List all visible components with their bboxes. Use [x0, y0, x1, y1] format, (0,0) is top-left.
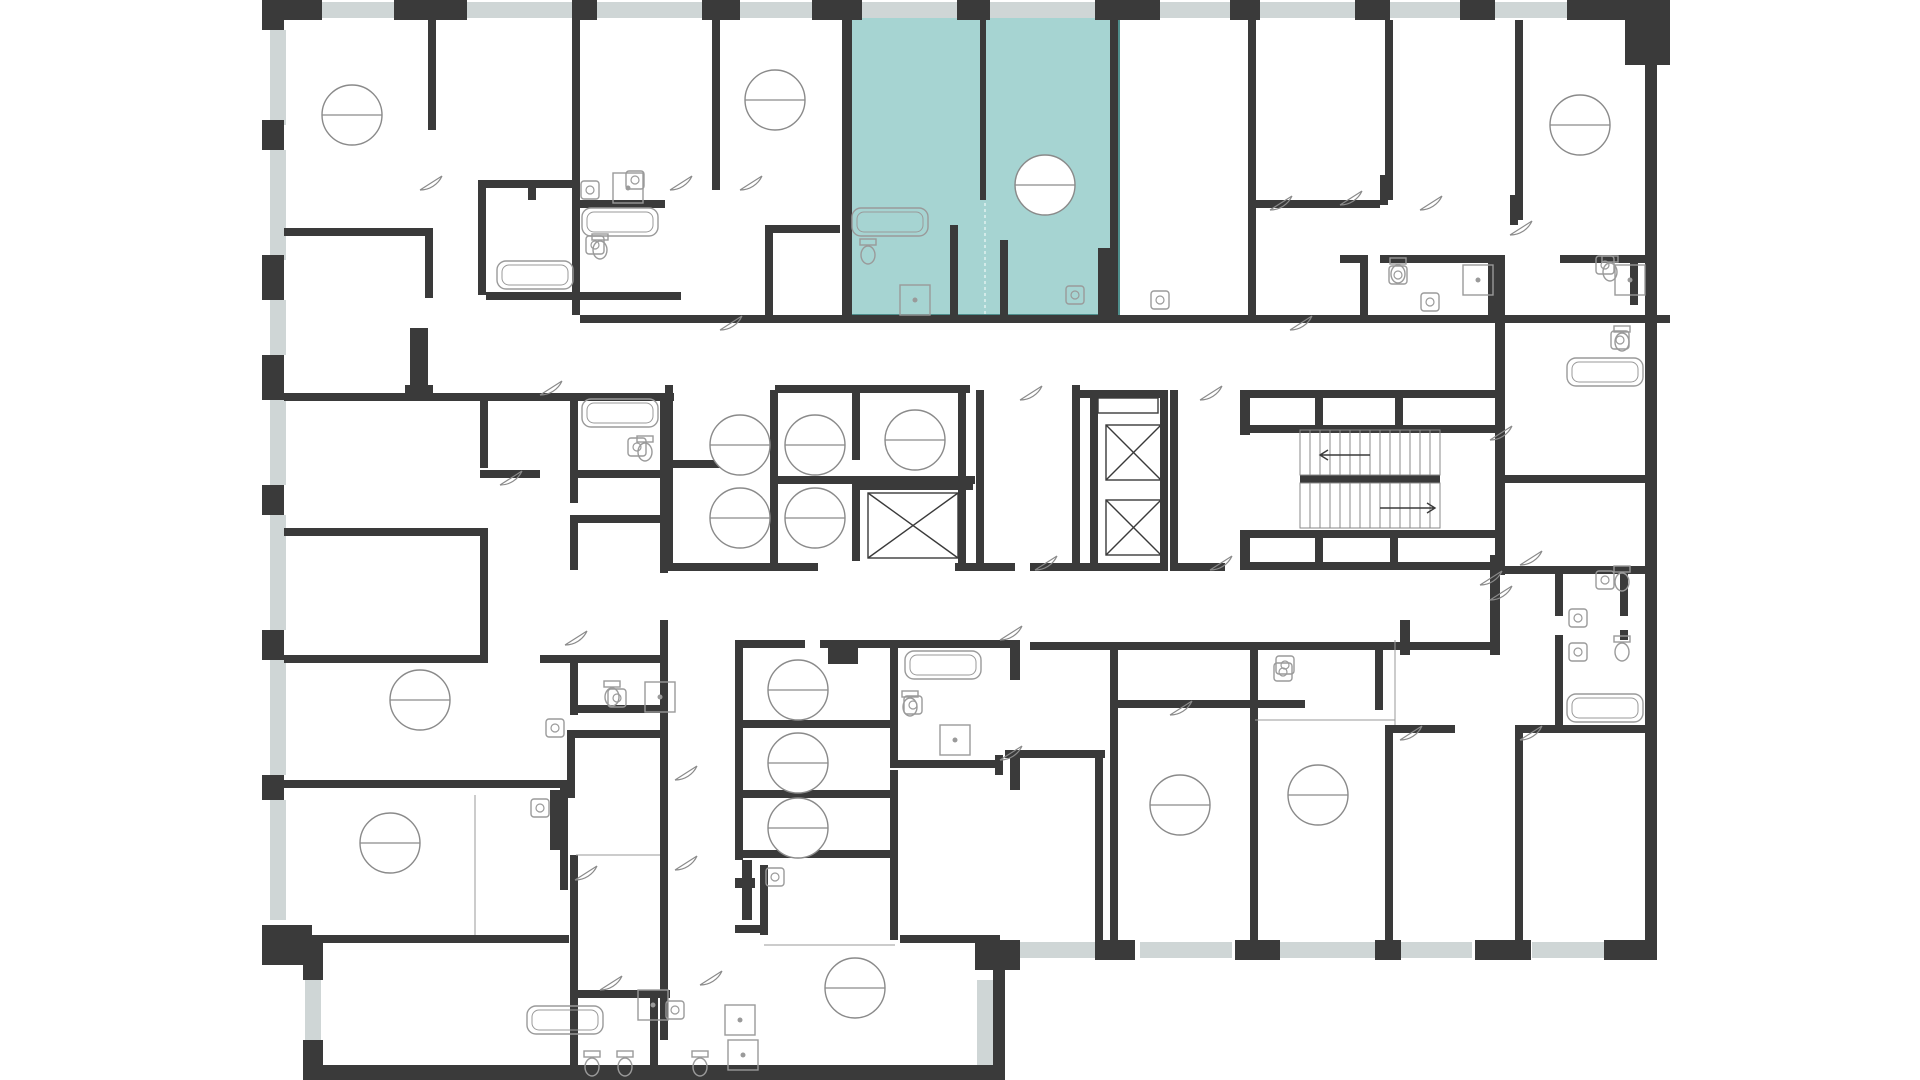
elevator-icon — [867, 397, 1162, 559]
walls — [262, 0, 1670, 1080]
staircase-icon — [1299, 429, 1441, 529]
bathtubs — [496, 207, 1644, 1035]
windows — [270, 2, 1604, 1065]
partitions — [474, 640, 1396, 946]
